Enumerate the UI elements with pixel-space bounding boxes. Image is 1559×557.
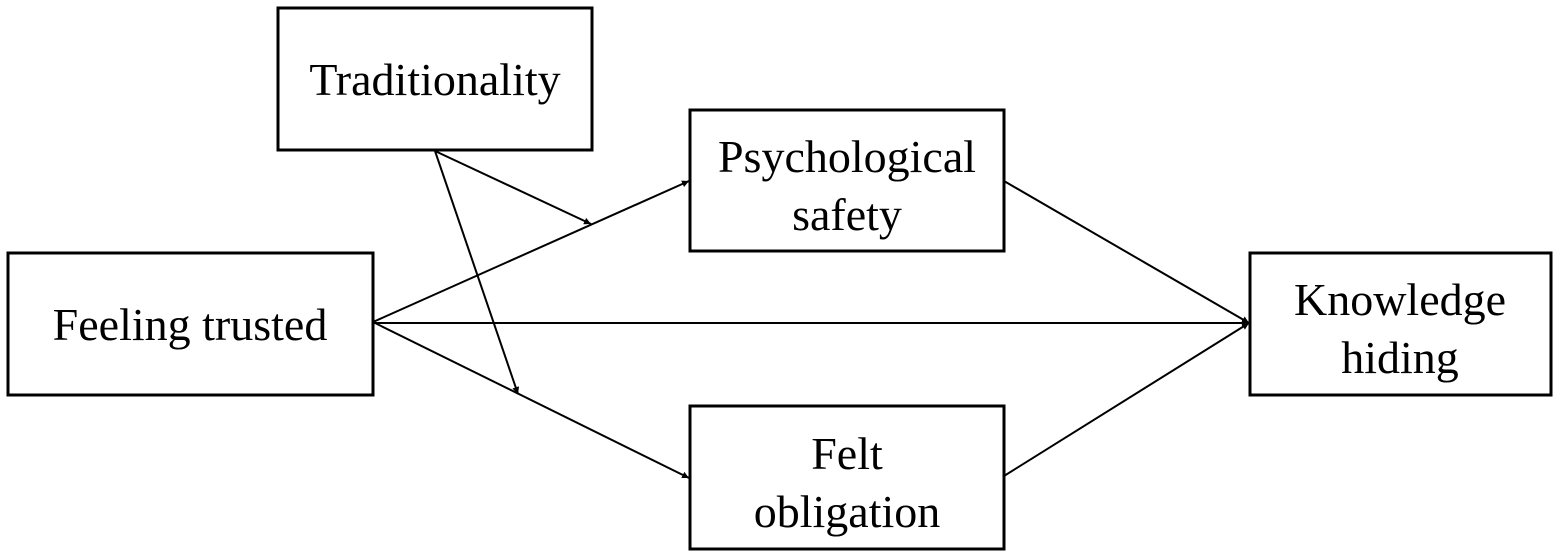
node-knowledge-hiding: Knowledge hiding (1248, 251, 1553, 397)
node-feeling-trusted-label: Feeling trusted (53, 299, 328, 350)
node-felt-obligation: Felt obligation (688, 404, 1006, 551)
node-feeling-trusted: Feeling trusted (6, 251, 375, 397)
node-psychological-safety-label-line2: safety (792, 189, 902, 240)
node-traditionality-label: Traditionality (309, 54, 560, 105)
edge-traditionality-moderates-obligation-path (434, 150, 520, 395)
node-traditionality: Traditionality (276, 6, 594, 152)
node-psychological-safety: Psychological safety (688, 108, 1006, 253)
node-knowledge-hiding-label-line2: hiding (1341, 332, 1459, 383)
edge-obligation-to-hiding (1003, 322, 1250, 477)
edge-traditionality-moderates-safety-path (434, 150, 592, 225)
edge-safety-to-hiding (1003, 180, 1250, 324)
edge-trusted-to-safety (372, 180, 690, 323)
edges (372, 150, 1250, 479)
node-felt-obligation-label-line2: obligation (754, 486, 941, 537)
node-felt-obligation-label-line1: Felt (811, 428, 883, 479)
node-psychological-safety-label-line1: Psychological (718, 131, 976, 182)
edge-trusted-to-obligation (372, 321, 690, 479)
node-knowledge-hiding-label-line1: Knowledge (1294, 274, 1506, 325)
